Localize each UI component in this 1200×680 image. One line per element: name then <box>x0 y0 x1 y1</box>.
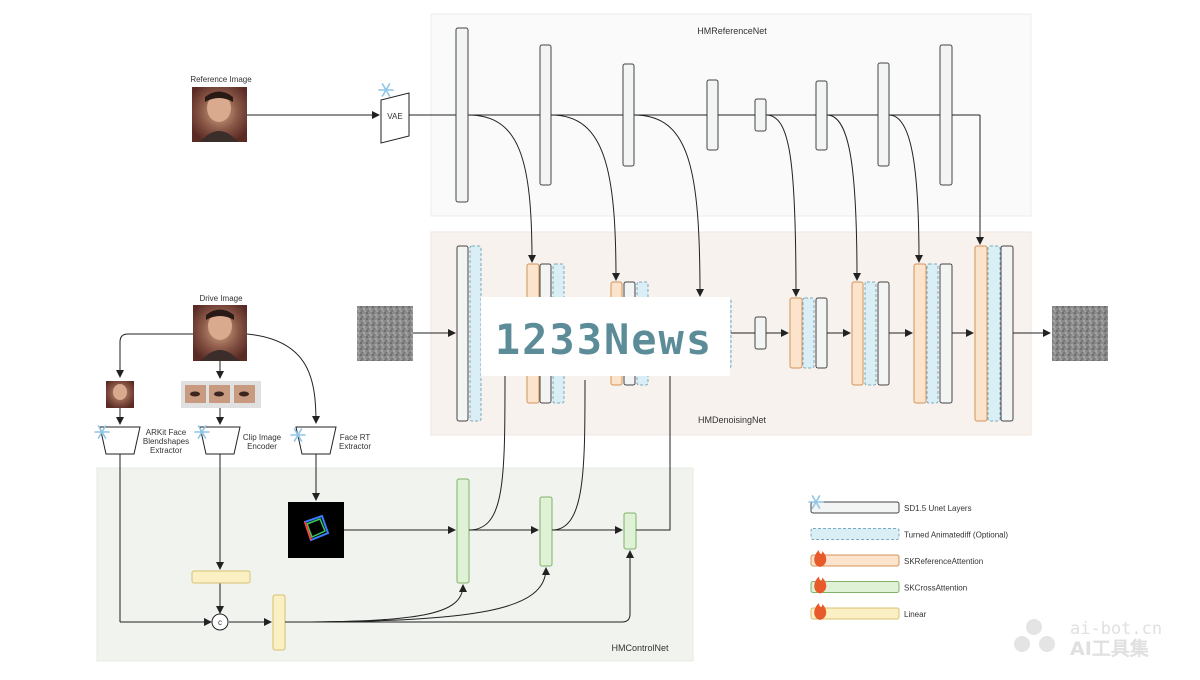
drive-image-label: Drive Image <box>199 294 243 303</box>
snowflake-icon <box>290 428 306 442</box>
legend-swatch <box>810 607 900 620</box>
den-animatediff-layer <box>987 245 1001 422</box>
linear-layer <box>272 594 286 651</box>
cross-attention-block <box>539 496 553 567</box>
ref-unet-layer <box>815 80 828 151</box>
ref-unet-layer <box>754 98 767 132</box>
flame-icon <box>814 603 827 620</box>
den-ref-attention <box>789 297 803 369</box>
legend-item: Linear <box>810 603 927 620</box>
reference-net-title: HMReferenceNet <box>697 26 767 36</box>
cross-attention-block <box>456 478 470 584</box>
ref-unet-layer <box>455 27 469 203</box>
legend-swatch <box>810 501 900 514</box>
concat-symbol: c <box>218 618 222 627</box>
den-ref-attention <box>851 281 864 386</box>
den-animatediff-layer <box>926 263 939 404</box>
legend-swatch <box>810 554 900 567</box>
concat-node <box>211 613 229 631</box>
ref-unet-layer <box>539 44 552 186</box>
legend-label: SD1.5 Unet Layers <box>904 504 972 513</box>
legend-label: Linear <box>904 610 927 619</box>
vae-encoder <box>380 92 410 144</box>
reference-image <box>192 87 247 142</box>
snowflake-icon <box>194 425 210 439</box>
corner-watermark: ai-bot.cn AI工具集 <box>1014 619 1162 660</box>
den-ref-attention <box>974 245 988 422</box>
legend-label: SKCrossAttention <box>904 584 967 593</box>
snowflake-icon <box>808 495 824 509</box>
face-crop-image <box>106 381 134 408</box>
clip-image-encoder <box>199 426 241 455</box>
clip-label-line1: Clip Image <box>243 433 282 442</box>
ref-unet-layer <box>622 63 635 167</box>
eye-region-crops <box>181 381 261 408</box>
den-unet-layer <box>939 263 953 404</box>
den-mid-layer <box>754 316 767 350</box>
facert-label-line1: Face RT <box>340 433 371 442</box>
cross-attention-block <box>623 512 637 550</box>
drive-image <box>193 305 247 361</box>
ref-unet-layer <box>877 62 890 167</box>
linear-layer <box>191 570 251 584</box>
flame-icon <box>814 576 827 594</box>
legend-label: Turned Animatediff (Optional) <box>904 531 1008 540</box>
arkit-label-line3: Extractor <box>150 446 182 455</box>
arkit-label-line1: ARKit Face <box>146 428 187 437</box>
legend-label: SKReferenceAttention <box>904 557 983 566</box>
snowflake-icon <box>94 425 110 439</box>
ref-unet-layer <box>939 44 953 186</box>
den-unet-layer <box>456 245 469 422</box>
legend-swatch <box>810 581 900 593</box>
noisy-latent-input <box>357 306 413 361</box>
legend-swatch <box>810 528 900 540</box>
bot-logo-icon <box>1014 619 1055 652</box>
legend-item: SKReferenceAttention <box>810 550 983 567</box>
den-animatediff-layer <box>469 245 482 422</box>
den-ref-attention <box>913 263 927 404</box>
reference-image-label: Reference Image <box>190 75 252 84</box>
vae-label: VAE <box>387 112 402 121</box>
flame-icon <box>814 550 827 567</box>
watermark-corner-line1: ai-bot.cn <box>1070 619 1162 639</box>
arkit-extractor <box>99 426 141 455</box>
legend-item: Turned Animatediff (Optional) <box>810 528 1008 540</box>
face-rt-output-image <box>288 502 344 558</box>
control-net-title: HMControlNet <box>611 643 669 653</box>
clip-label-line2: Encoder <box>247 442 277 451</box>
facert-label-line2: Extractor <box>339 442 371 451</box>
snowflake-icon <box>378 83 394 97</box>
watermark-corner-line2: AI工具集 <box>1070 637 1150 660</box>
arkit-label-line2: Blendshapes <box>143 437 189 446</box>
control-net-panel <box>96 467 694 662</box>
face-rt-extractor <box>295 426 337 455</box>
den-animatediff-layer <box>864 281 877 386</box>
ref-unet-layer <box>706 79 719 151</box>
denoising-net-title: HMDenoisingNet <box>698 415 767 425</box>
den-unet-layer <box>877 281 890 386</box>
watermark-overlay-text: 1233News <box>495 315 713 364</box>
den-unet-layer <box>815 297 828 369</box>
den-animatediff-layer <box>802 297 815 369</box>
den-unet-layer <box>1000 245 1014 422</box>
legend-item: SKCrossAttention <box>810 576 967 594</box>
denoised-output <box>1052 306 1108 361</box>
watermark-banner <box>481 297 730 376</box>
legend-item: SD1.5 Unet Layers <box>808 495 972 514</box>
